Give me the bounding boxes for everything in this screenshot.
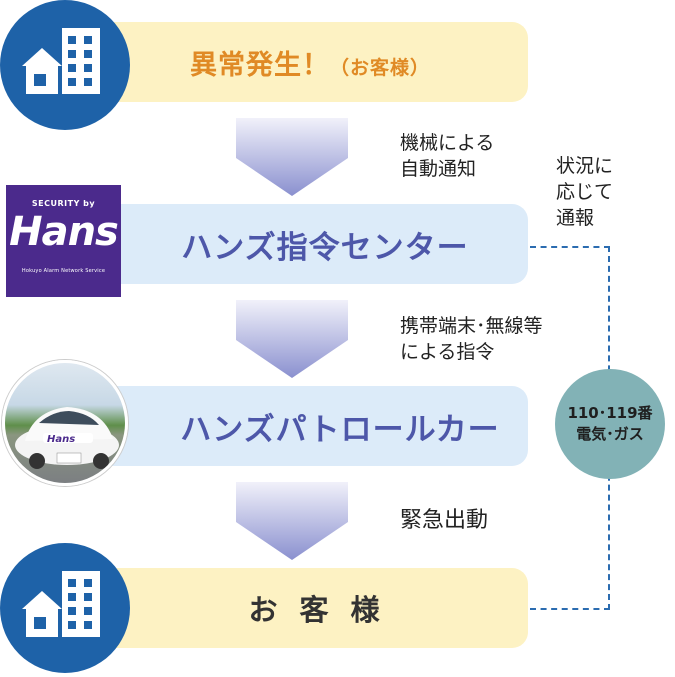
building-icon bbox=[0, 0, 130, 130]
arrow-label-line: 携帯端末･無線等 bbox=[400, 315, 543, 337]
hans-logo: SECURITY by Hans Hokuyo Alarm Network Se… bbox=[6, 185, 121, 297]
side-report-line: 応じて bbox=[556, 181, 614, 203]
step-patrol-title: ハンズパトロールカー bbox=[180, 411, 500, 448]
step-center-title: ハンズ指令センター bbox=[181, 229, 469, 266]
step-customer-bar: お客様 bbox=[62, 568, 528, 648]
step-patrol-bar: ハンズパトロールカー bbox=[62, 386, 528, 466]
down-arrow-icon bbox=[236, 300, 348, 378]
step-alert-bar: 異常発生！（お客様） bbox=[62, 22, 528, 102]
contacts-line: 電気･ガス bbox=[576, 425, 644, 443]
logo-service-text: Hokuyo Alarm Network Service bbox=[21, 268, 106, 274]
side-report-line: 通報 bbox=[556, 207, 595, 229]
building-icon bbox=[0, 543, 130, 673]
down-arrow-icon bbox=[236, 118, 348, 196]
side-report-line: 状況に bbox=[556, 155, 614, 177]
arrow-label-auto-notify: 機械による 自動通知 bbox=[400, 130, 494, 182]
connector-dashed-line bbox=[530, 246, 610, 248]
step-customer-title: お客様 bbox=[248, 593, 402, 627]
arrow-label-dispatch-order: 携帯端末･無線等 による指令 bbox=[400, 313, 543, 365]
step-center-bar: ハンズ指令センター bbox=[62, 204, 528, 284]
arrow-label-line: 機械による bbox=[400, 132, 495, 154]
patrol-car-photo: Hans bbox=[2, 360, 128, 486]
contacts-circle: 110･119番 電気･ガス bbox=[555, 369, 665, 479]
down-arrow-icon bbox=[236, 482, 348, 560]
alert-title-text: 異常発生！ bbox=[189, 49, 330, 81]
contacts-line: 110･119番 bbox=[567, 404, 653, 422]
arrow-label-emergency: 緊急出動 bbox=[400, 508, 489, 533]
logo-security-text: SECURITY by bbox=[31, 199, 96, 208]
side-report-label: 状況に 応じて 通報 bbox=[556, 153, 613, 231]
alert-sub-text: （お客様） bbox=[329, 56, 430, 79]
arrow-label-line: 自動通知 bbox=[400, 158, 477, 180]
step-alert-title: 異常発生！（お客様） bbox=[160, 43, 430, 82]
logo-name-text: Hans bbox=[9, 209, 119, 255]
arrow-label-line: による指令 bbox=[400, 341, 495, 363]
svg-text:Hans: Hans bbox=[47, 434, 75, 445]
connector-dashed-line bbox=[530, 608, 610, 610]
